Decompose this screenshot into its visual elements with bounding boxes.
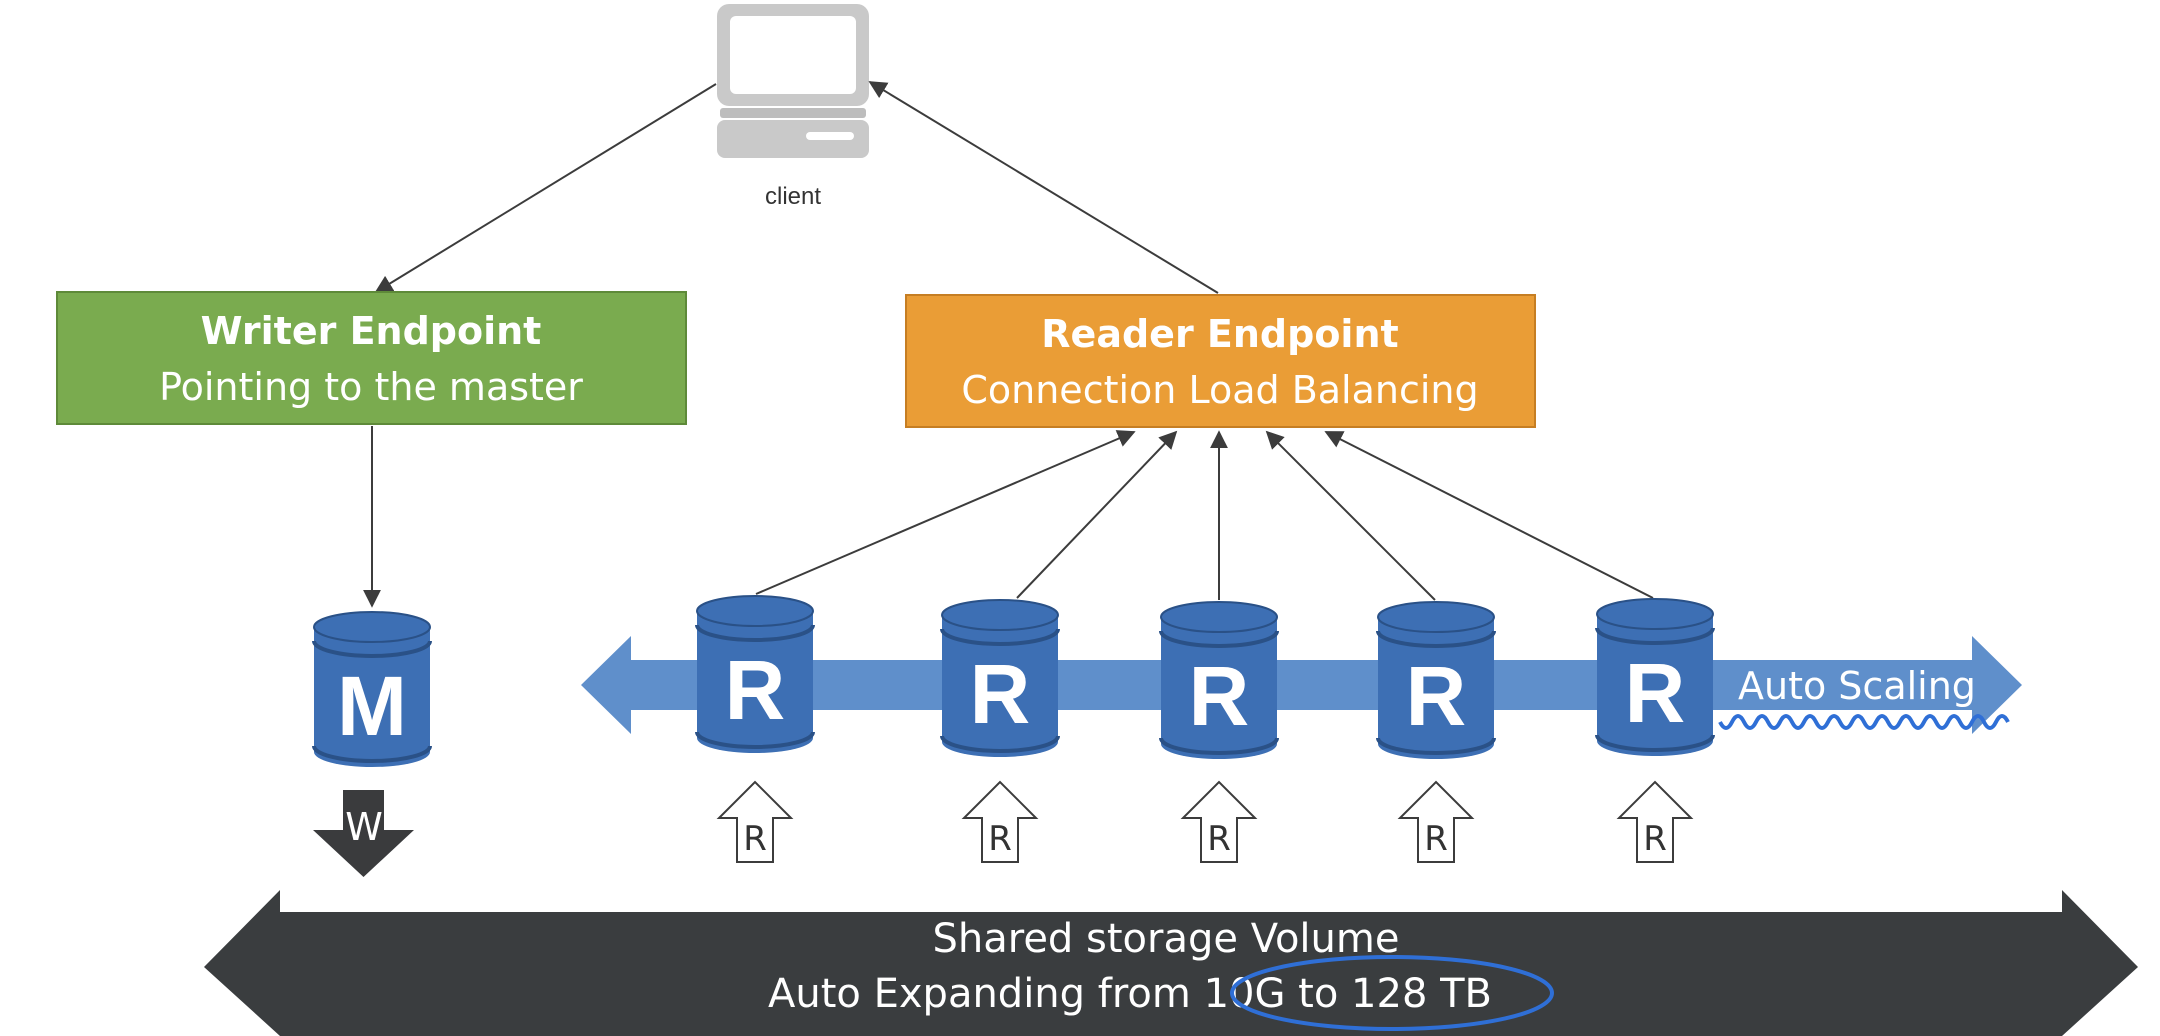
write-arrow: W (313, 790, 414, 877)
master-letter: M (337, 659, 407, 753)
read-arrow-letter: R (1207, 819, 1231, 859)
database-cylinder-icon (695, 595, 815, 753)
up-arrow-icon (1180, 780, 1258, 863)
read-arrow: R (1616, 780, 1694, 863)
write-arrow-letter: W (345, 805, 383, 849)
replica-letter: R (1406, 649, 1467, 743)
database-cylinder-icon (1376, 601, 1496, 759)
shared-storage-volume: Shared storage Volume Auto Expanding fro… (204, 890, 2138, 1036)
storage-line2: Auto Expanding from 10G to 128 TB (768, 971, 1492, 1017)
reader-to-client-arrow (868, 81, 1219, 294)
replica-letter: R (1625, 646, 1686, 740)
read-arrow-letter: R (1643, 819, 1667, 859)
capacity-highlight-circle (1230, 955, 1554, 1031)
read-replica: R (1159, 601, 1279, 759)
up-arrow-icon (1397, 780, 1475, 863)
replica-letter: R (1189, 649, 1250, 743)
computer-monitor-icon (717, 4, 869, 158)
database-cylinder-icon (940, 599, 1060, 757)
up-arrow-icon (716, 780, 794, 863)
database-cylinder-icon (1159, 601, 1279, 759)
read-replica: R (1376, 601, 1496, 759)
reader-endpoint-box: Reader Endpoint Connection Load Balancin… (905, 294, 1536, 428)
replica-letter: R (725, 643, 786, 737)
client-label: client (765, 183, 821, 210)
replica2-to-reader-arrow (1016, 430, 1178, 599)
writer-endpoint-box: Writer Endpoint Pointing to the master (56, 291, 687, 425)
storage-line1: Shared storage Volume (933, 916, 1400, 962)
reader-endpoint-subtitle: Connection Load Balancing (961, 368, 1478, 412)
database-cylinder-icon (1595, 598, 1715, 756)
replica1-to-reader-arrow (755, 430, 1136, 595)
replica4-to-reader-arrow (1265, 430, 1436, 601)
read-arrow-letter: R (988, 819, 1012, 859)
read-replica: R (1595, 598, 1715, 756)
writer-endpoint-title: Writer Endpoint (201, 309, 542, 353)
database-cylinder-icon (312, 611, 432, 767)
up-arrow-icon (961, 780, 1039, 863)
read-replica: R (940, 599, 1060, 757)
up-arrow-icon (1616, 780, 1694, 863)
read-arrow: R (1180, 780, 1258, 863)
read-arrow-letter: R (743, 819, 767, 859)
connector-lines (363, 81, 1654, 608)
client-to-writer-arrow (374, 83, 717, 293)
reader-endpoint-title: Reader Endpoint (1041, 312, 1398, 356)
down-arrow-icon (313, 790, 414, 877)
read-arrow: R (1397, 780, 1475, 863)
auto-scaling-label: Auto Scaling (1738, 664, 1976, 708)
read-replicas: R R R R R R R R R R (695, 595, 1715, 863)
writer-endpoint-subtitle: Pointing to the master (159, 365, 583, 409)
read-replica: R (695, 595, 815, 753)
master-database: M (312, 611, 432, 767)
read-arrow: R (716, 780, 794, 863)
read-arrow: R (961, 780, 1039, 863)
replica-letter: R (970, 647, 1031, 741)
read-arrow-letter: R (1424, 819, 1448, 859)
replica5-to-reader-arrow (1324, 431, 1654, 599)
auto-scaling-squiggle-annotation (1718, 714, 2010, 730)
